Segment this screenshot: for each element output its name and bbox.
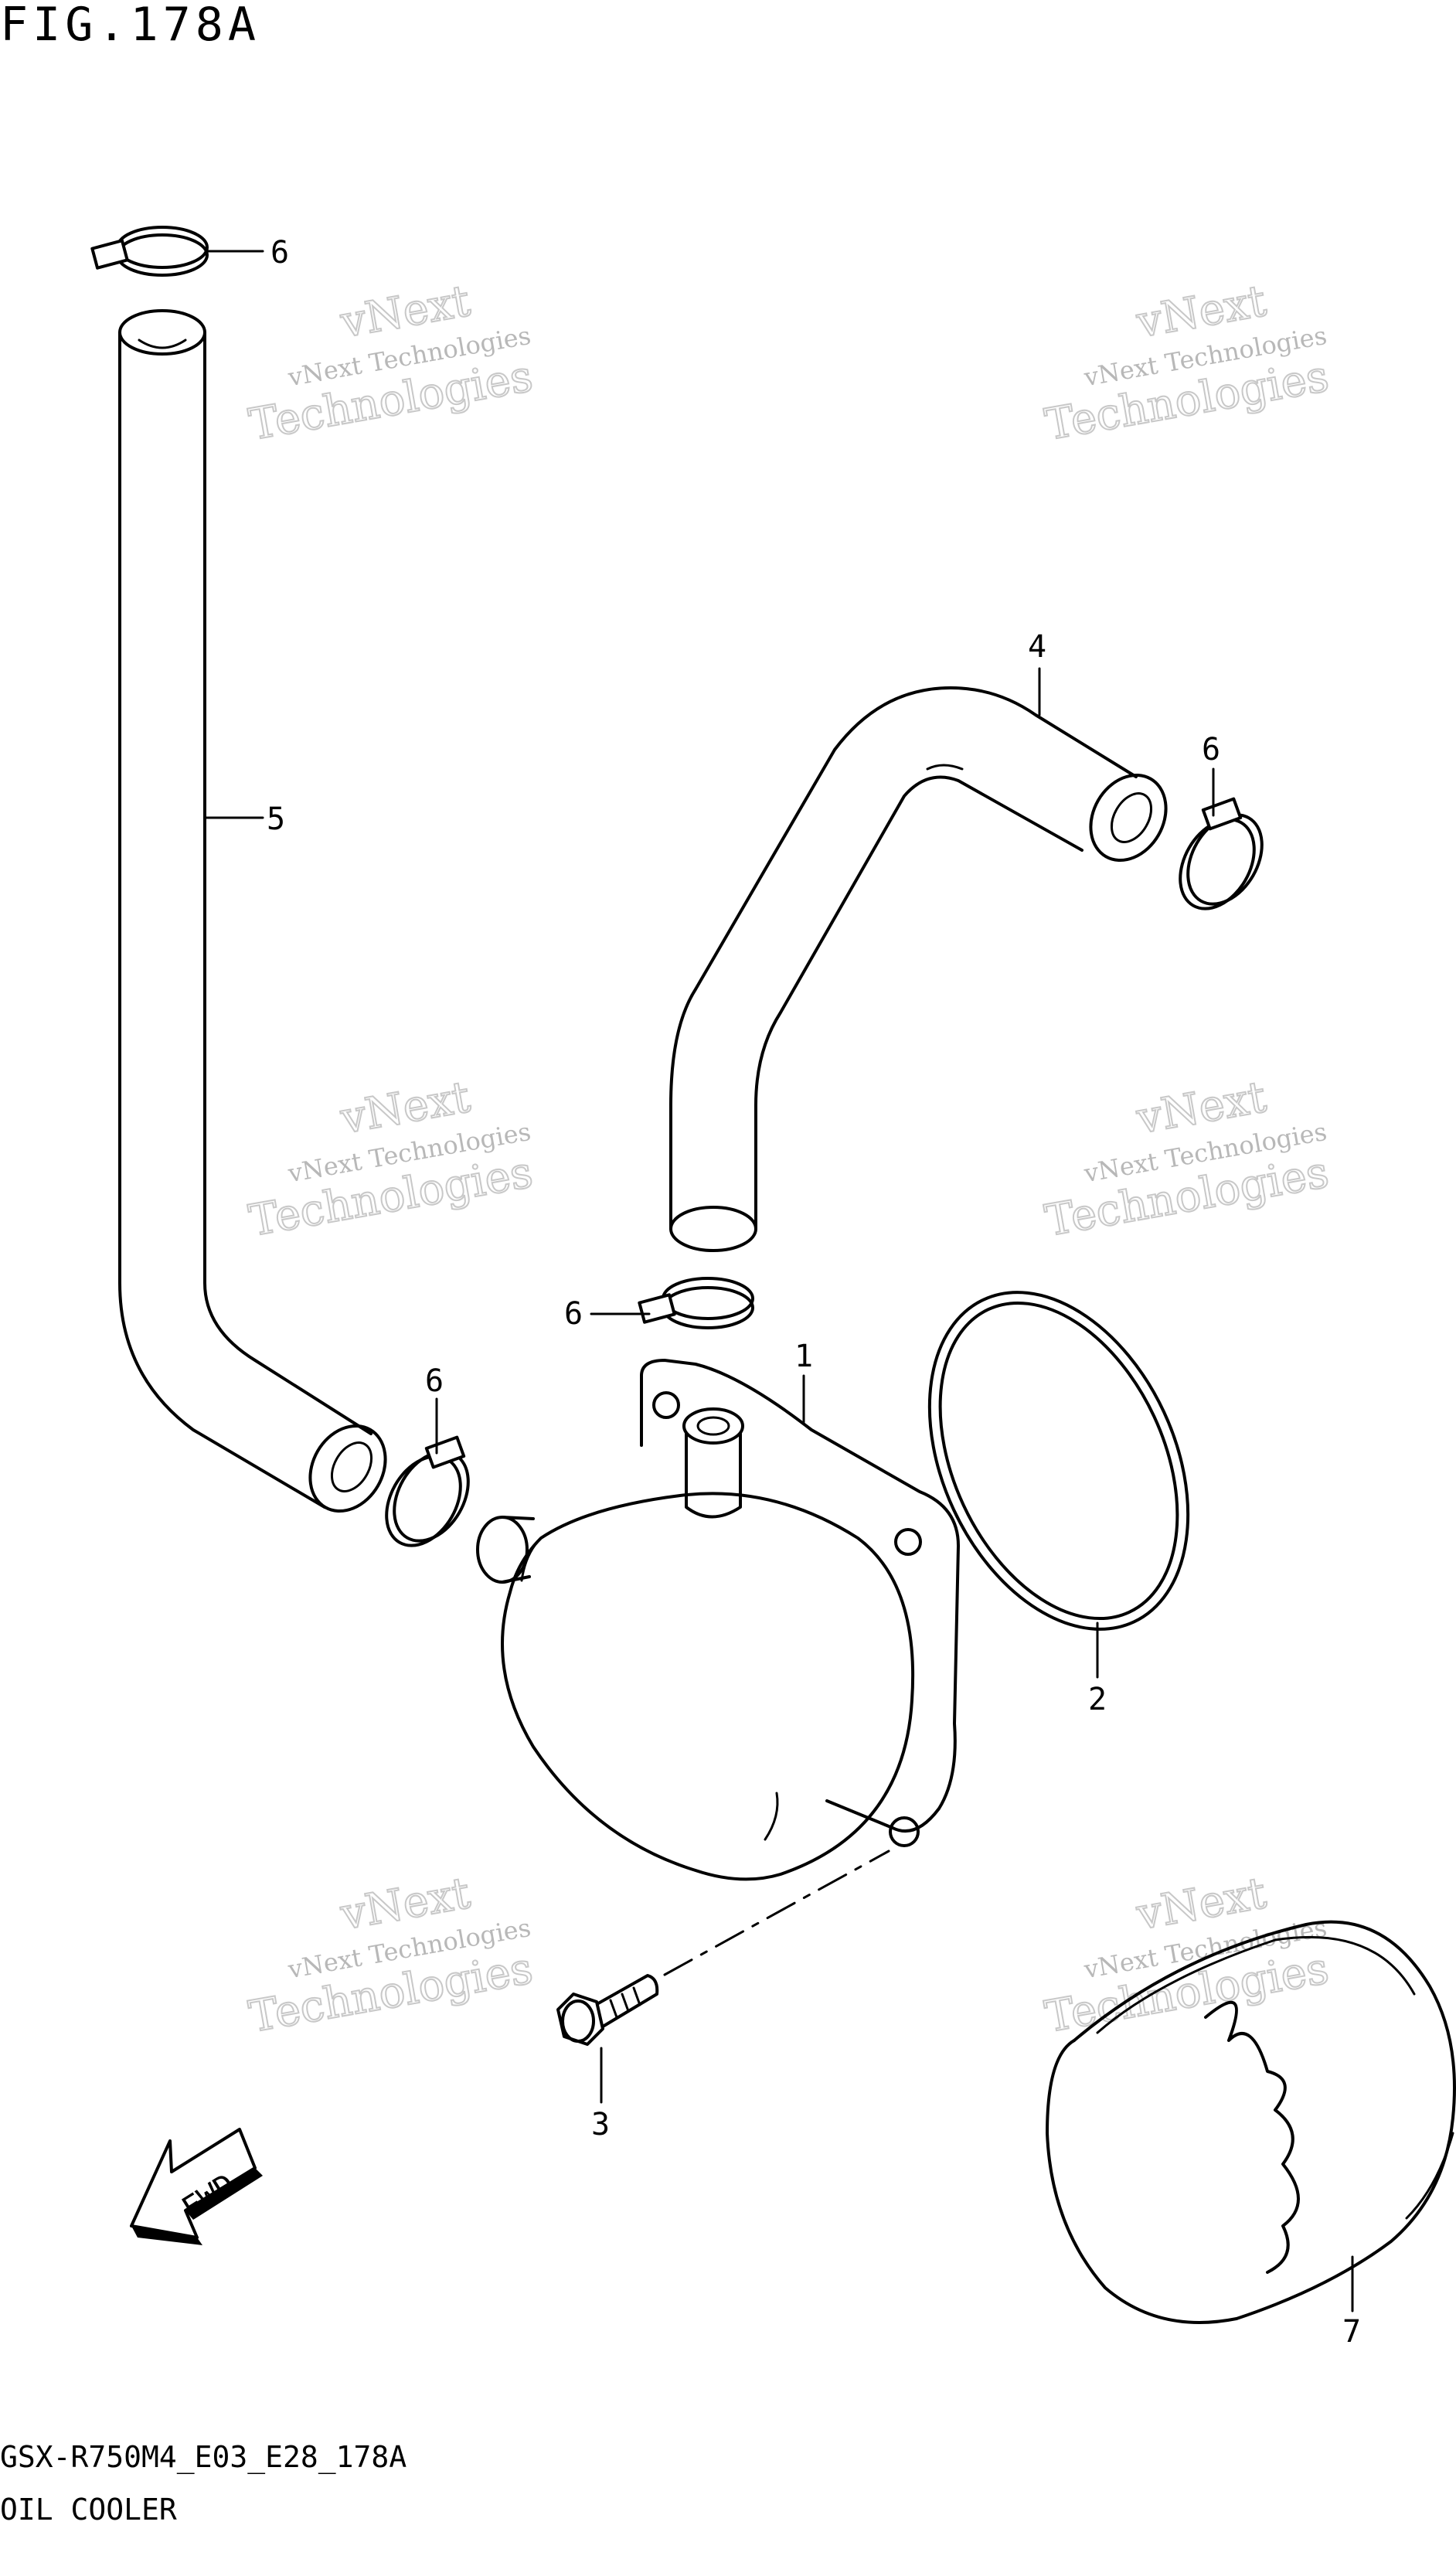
watermark-3: vNext vNext Technologies Technologies [245,1071,537,1247]
watermark-4: vNext vNext Technologies Technologies [1041,1071,1333,1247]
part-bolt [556,1850,890,2046]
callout-clamp-mid: 6 [564,1296,583,1332]
watermark-2: vNext vNext Technologies Technologies [1041,275,1333,451]
callout-oil-filter: 7 [1342,2314,1361,2350]
callout-labels: 6 5 4 6 6 1 6 2 3 7 [267,235,1361,2350]
part-clamp-mid [638,1277,754,1329]
diagram-code: GSX-R750M4_E03_E28_178A [0,2440,407,2474]
leader-lines [203,250,1354,2312]
callout-clamp-right: 6 [1202,732,1220,767]
part-clamp-top [90,226,209,277]
part-clamp-left [385,1435,470,1547]
fwd-arrow-icon: FWD [130,2128,263,2245]
callout-clamp-top: 6 [270,235,289,271]
part-oil-filter [1046,1920,1456,2324]
figure-title: FIG.178A [0,0,260,52]
callout-bolt: 3 [591,2107,610,2142]
section-name: OIL COOLER [0,2493,177,2527]
part-o-ring [927,1291,1190,1631]
watermark-1: vNext vNext Technologies Technologies [245,275,537,451]
part-hose-upper [669,686,1168,1252]
watermark-group: vNext vNext Technologies Technologies vN… [245,275,1333,2044]
watermark-5: vNext vNext Technologies Technologies [245,1867,537,2044]
callout-oil-cooler: 1 [794,1339,813,1374]
callout-hose-long: 5 [267,801,285,837]
part-clamp-right [1179,797,1264,910]
watermark-6: vNext vNext Technologies Technologies [1041,1867,1333,2044]
part-hose-long [118,309,387,1513]
callout-o-ring: 2 [1088,1682,1107,1717]
callout-hose-upper: 4 [1028,629,1046,665]
callout-clamp-left: 6 [425,1363,444,1399]
part-oil-cooler [476,1359,960,1881]
